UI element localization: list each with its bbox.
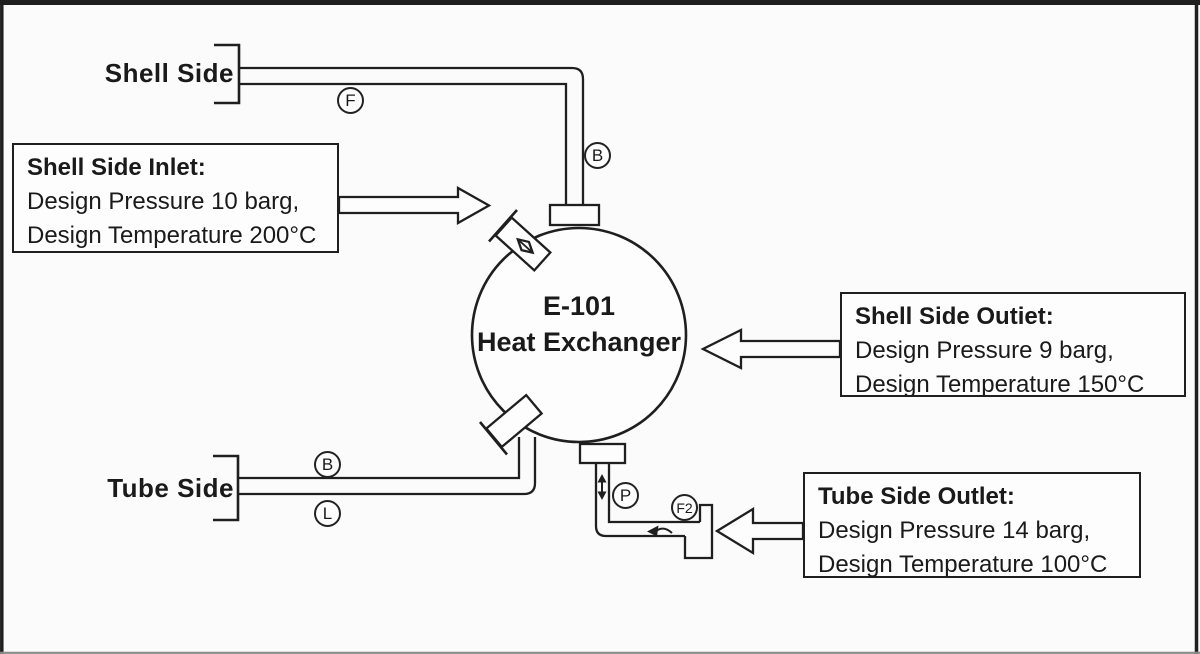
tube-inlet-pipe-top — [238, 437, 521, 480]
shell-outlet-arrow — [700, 328, 842, 370]
tube-side-bracket — [213, 454, 240, 522]
exchanger-name: Heat Exchanger — [476, 327, 682, 357]
bottom-nozzle — [578, 442, 627, 465]
instrument-bubble-b-tube: B — [314, 451, 341, 478]
shell-side-bracket — [214, 43, 241, 105]
tube-side-outlet-box: Tube Side Outlet: Design Pressure 14 bar… — [803, 472, 1141, 578]
shell-side-outlet-temperature: Design Temperature 150°C — [855, 371, 1145, 398]
tube-outlet-pipe-inner — [607, 462, 700, 524]
tube-outlet-arrow — [714, 506, 805, 556]
shell-side-inlet-title: Shell Side Inlet: — [27, 154, 206, 181]
shell-side-inlet-box: Shell Side Inlet: Design Pressure 10 bar… — [12, 143, 339, 253]
instrument-bubble-level-tube: L — [314, 500, 341, 527]
tube-inlet-pipe-bottom — [238, 437, 537, 496]
shell-inlet-pipe-inner — [239, 82, 568, 205]
shell-side-outlet-box: Shell Side Outiet: Design Pressure 9 bar… — [840, 292, 1186, 398]
lower-left-nozzle-flange — [479, 421, 508, 456]
instrument-bubble-flow2-outlet: F2 — [671, 494, 698, 521]
top-nozzle — [548, 203, 601, 227]
valve-diamond-icon — [516, 237, 535, 255]
tube-side-outlet-pressure: Design Pressure 14 barg, — [818, 517, 1091, 544]
shell-inlet-pipe-outer — [239, 66, 585, 205]
shell-side-inlet-temperature: Design Temperature 200°C — [27, 222, 317, 249]
tube-outlet-pipe-outer — [594, 462, 685, 538]
shell-side-outlet-title: Shell Side Outiet: — [855, 303, 1054, 330]
shell-side-outlet-pressure: Design Pressure 9 barg, — [855, 337, 1114, 364]
tube-side-outlet-temperature: Design Temperature 100°C — [818, 551, 1108, 578]
exchanger-label: E-101 Heat Exchanger — [449, 288, 709, 360]
tube-side-outlet-title: Tube Side Outlet: — [818, 483, 1015, 510]
tube-side-label: Tube Side — [107, 473, 234, 503]
shell-side-inlet-pressure: Design Pressure 10 barg, — [27, 188, 300, 215]
vertical-flow-arrow-icon — [597, 474, 607, 500]
heat-exchanger-vessel — [470, 226, 688, 444]
tube-outlet-end-block — [683, 503, 714, 560]
horizontal-flow-arrow-icon — [647, 525, 673, 537]
shell-inlet-arrow — [337, 186, 492, 225]
upper-left-nozzle-flange — [488, 209, 518, 243]
exchanger-tag: E-101 — [542, 291, 616, 321]
instrument-bubble-pressure-outlet: P — [612, 482, 639, 509]
instrument-bubble-flow-shell: F — [337, 87, 364, 114]
shell-side-label: Shell Side — [104, 58, 234, 88]
instrument-bubble-b-riser: B — [584, 142, 611, 169]
